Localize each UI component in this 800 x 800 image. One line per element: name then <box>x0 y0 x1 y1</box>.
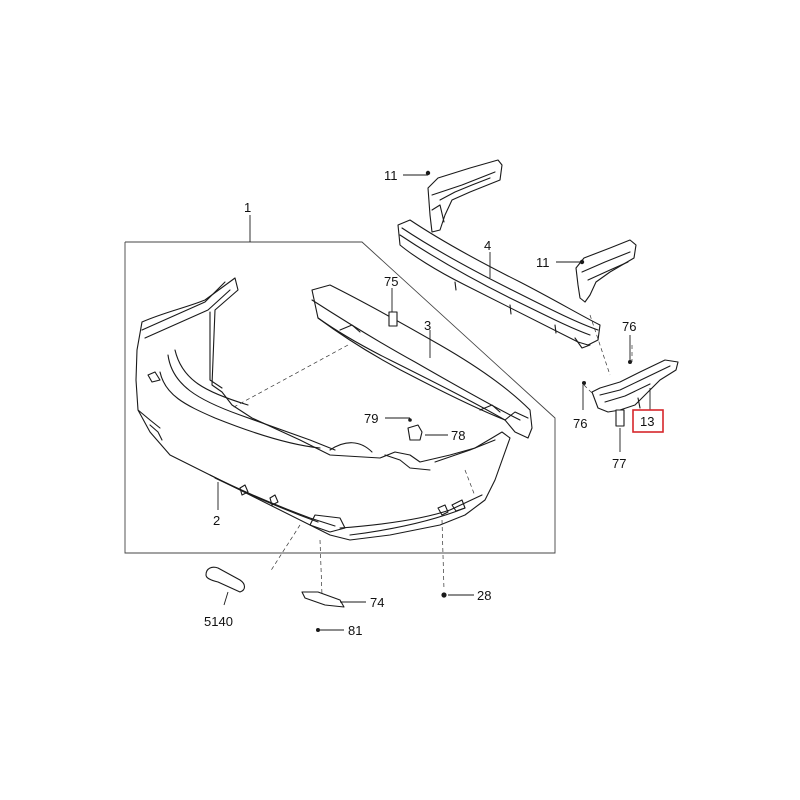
leader-lines <box>217 174 651 631</box>
highlight-box-13 <box>632 409 664 433</box>
beam-bracket-left <box>427 159 503 233</box>
callout-3: 3 <box>424 318 431 333</box>
callout-77: 77 <box>612 456 626 471</box>
callout-76-top: 76 <box>622 319 636 334</box>
reflector-5140 <box>205 566 246 593</box>
callout-4: 4 <box>484 238 491 253</box>
callout-5140: 5140 <box>204 614 233 629</box>
callout-81: 81 <box>348 623 362 638</box>
clip-75 <box>388 311 398 327</box>
bracket-74 <box>301 591 345 608</box>
bracket-78 <box>407 424 423 441</box>
callout-28: 28 <box>477 588 491 603</box>
assembly-frame <box>124 241 556 554</box>
callout-78: 78 <box>451 428 465 443</box>
callout-74: 74 <box>370 595 384 610</box>
callout-labels: 1 2 3 4 11 11 75 76 76 13 77 78 79 28 74… <box>204 168 664 638</box>
rear-beam <box>397 219 601 349</box>
energy-absorber <box>311 284 533 439</box>
callout-11-right: 11 <box>536 255 550 270</box>
callout-79: 79 <box>364 411 378 426</box>
fastener-77 <box>615 409 625 427</box>
callout-13: 13 <box>640 414 654 429</box>
callout-2: 2 <box>213 513 220 528</box>
alignment-lines <box>231 314 633 596</box>
callout-76-bottom: 76 <box>573 416 587 431</box>
callout-11-left: 11 <box>384 168 398 183</box>
side-bracket <box>591 359 679 413</box>
beam-bracket-right <box>575 239 637 303</box>
callout-1: 1 <box>244 200 251 215</box>
bumper-fascia <box>135 277 511 541</box>
callout-75: 75 <box>384 274 398 289</box>
